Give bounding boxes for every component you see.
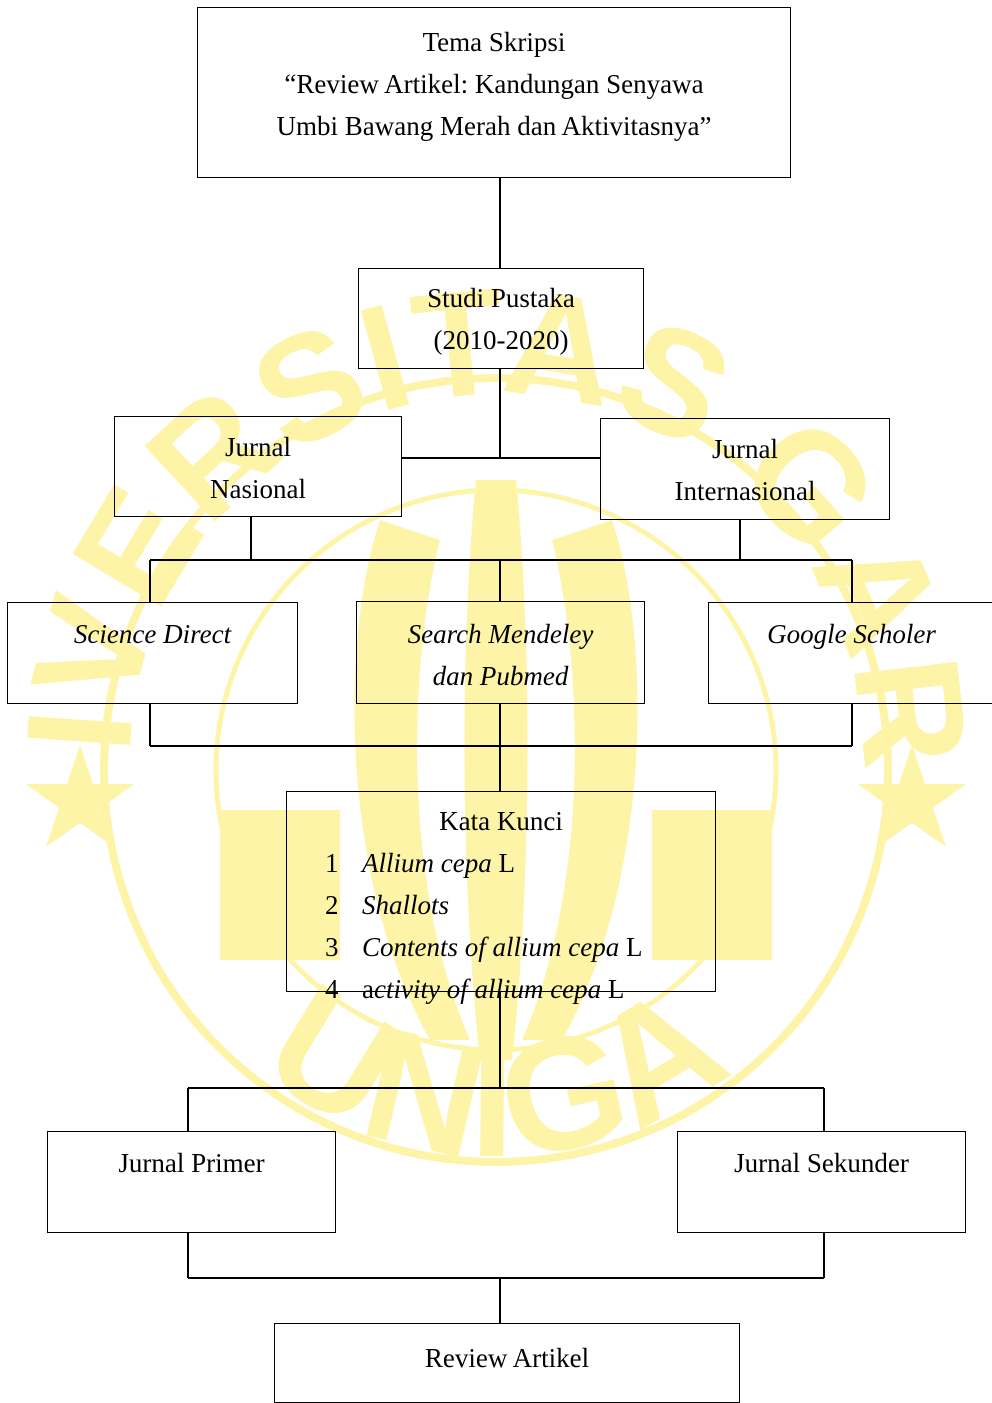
tema-title: Tema Skripsi [422, 27, 566, 57]
studi-label: Studi Pustaka [427, 283, 575, 313]
google-scholer-label: Google Scholer [767, 619, 936, 649]
search-mendeley-label: Search Mendeley [407, 619, 594, 649]
jurnal-sekunder-label: Jurnal Sekunder [734, 1148, 909, 1178]
review-artikel-box: Review Artikel [274, 1323, 740, 1403]
keyword-item: 3 Contents of allium cepa L [325, 926, 715, 968]
kata-kunci-title: Kata Kunci [439, 806, 563, 836]
search-mendeley-box: Search Mendeley dan Pubmed [356, 601, 645, 704]
keyword-suffix: L [491, 848, 515, 878]
keyword-number: 1 [325, 848, 339, 878]
science-direct-label: Science Direct [73, 619, 232, 649]
nasional-label: Nasional [210, 474, 306, 504]
review-artikel-label: Review Artikel [424, 1343, 590, 1373]
tema-skripsi-box: Tema Skripsi “Review Artikel: Kandungan … [197, 7, 791, 178]
internasional-label: Internasional [674, 476, 816, 506]
jurnal-primer-box: Jurnal Primer [47, 1131, 336, 1233]
keyword-italic: Shallots [362, 890, 450, 920]
keyword-number: 3 [325, 932, 339, 962]
keyword-item: 1 Allium cepa L [325, 842, 715, 884]
star-icon [858, 745, 966, 847]
jurnal-primer-label: Jurnal Primer [118, 1148, 265, 1178]
keyword-number: 2 [325, 890, 339, 920]
google-scholer-box: Google Scholer [708, 602, 992, 704]
jurnal-label: Jurnal [712, 434, 778, 464]
jurnal-internasional-box: Jurnal Internasional [600, 418, 890, 520]
keyword-prefix: a [362, 974, 374, 1004]
science-direct-box: Science Direct [7, 602, 298, 704]
kata-kunci-box: Kata Kunci 1 Allium cepa L 2 Shallots 3 Con… [286, 791, 716, 1004]
jurnal-label: Jurnal [225, 432, 291, 462]
jurnal-sekunder-box: Jurnal Sekunder [677, 1131, 966, 1233]
keyword-item: 2 Shallots [325, 884, 715, 926]
keyword-suffix: L [601, 974, 625, 1004]
keyword-italic: Allium cepa [362, 848, 492, 878]
keyword-italic: ctivity of allium cepa [373, 974, 602, 1004]
keyword-number: 4 [325, 974, 339, 1004]
keyword-italic: Contents of allium cepa [362, 932, 620, 962]
emblem-icon [220, 480, 772, 1060]
tema-line: “Review Artikel: Kandungan Senyawa [284, 69, 704, 99]
pubmed-label: dan Pubmed [432, 661, 569, 691]
star-icon [26, 745, 134, 847]
studi-pustaka-box: Studi Pustaka (2010-2020) [358, 268, 644, 369]
keyword-list: 1 Allium cepa L 2 Shallots 3 Contents of al… [287, 842, 715, 1010]
tema-line: Umbi Bawang Merah dan Aktivitasnya” [276, 111, 712, 141]
jurnal-nasional-box: Jurnal Nasional [114, 416, 402, 517]
studi-years: (2010-2020) [433, 325, 569, 355]
keyword-suffix: L [619, 932, 643, 962]
